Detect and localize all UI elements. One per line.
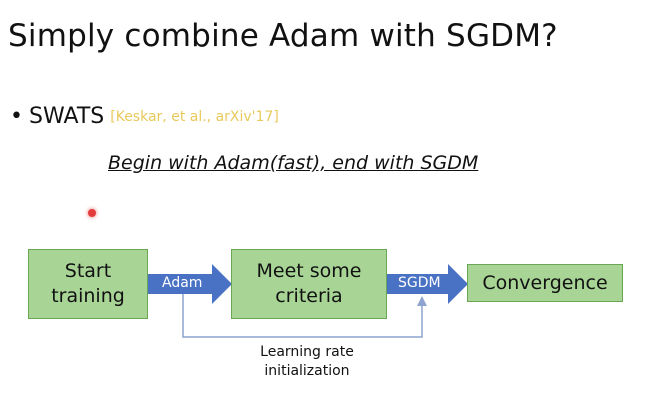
bullet-item: •SWATS [Keskar, et al., arXiv'17] <box>10 104 279 129</box>
lr-connector-arrowhead <box>417 296 427 306</box>
adam-arrow <box>148 264 232 304</box>
sgdm-label: SGDM <box>398 275 441 291</box>
meet-criteria-box: Meet some criteria <box>231 249 387 319</box>
adam-label: Adam <box>162 275 203 291</box>
bullet-dot: • <box>10 104 23 129</box>
convergence-box: Convergence <box>467 264 623 302</box>
slide-title: Simply combine Adam with SGDM? <box>8 18 558 54</box>
bullet-text: SWATS <box>28 104 105 129</box>
subtitle: Begin with Adam(fast), end with SGDM <box>108 152 479 174</box>
start-training-box: Start training <box>28 249 148 319</box>
laser-pointer-dot <box>88 209 96 217</box>
citation: [Keskar, et al., arXiv'17] <box>110 109 279 125</box>
lr-connector-line <box>182 294 423 338</box>
learning-rate-label: Learning rate initialization <box>260 344 354 379</box>
sgdm-arrow <box>387 264 468 304</box>
